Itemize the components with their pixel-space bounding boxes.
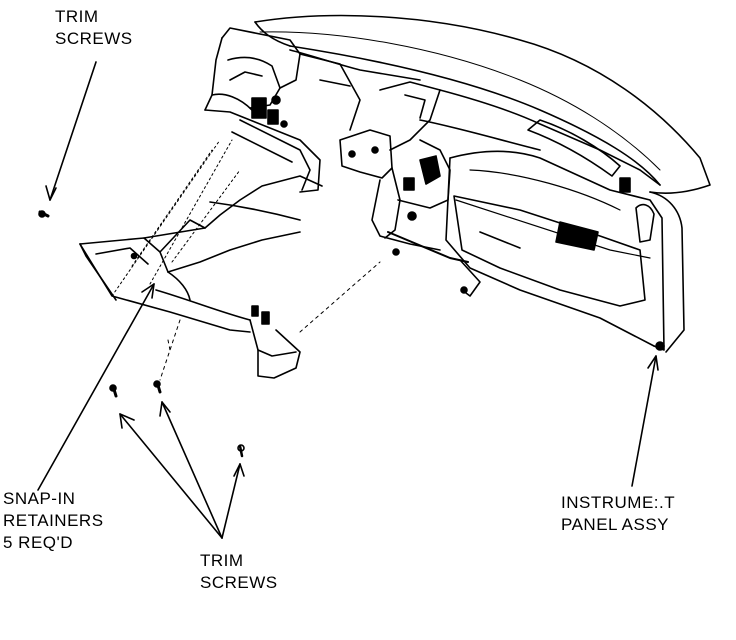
screw-top-left <box>38 210 50 218</box>
label-trim-screws-top: TRIM SCREWS <box>55 7 133 48</box>
label-snap-in-retainers: SNAP-IN RETAINERS 5 REQ'D <box>3 489 104 552</box>
screw-bottom-2 <box>153 380 162 394</box>
alignment-lines <box>159 261 381 381</box>
leader-instrument-panel <box>631 355 659 487</box>
lower-trim-panel <box>79 139 323 379</box>
center-bracket <box>339 81 469 263</box>
screw-bottom-3 <box>237 444 245 458</box>
label-instrument-panel-assy: INSTRUME:.T PANEL ASSY <box>561 493 676 534</box>
leader-snap-in <box>37 283 155 491</box>
instrument-panel-body <box>419 89 685 353</box>
panel-top-pad <box>254 14 711 194</box>
left-upper-structure <box>204 27 421 193</box>
leader-trim-top <box>45 61 97 201</box>
label-trim-screws-bottom: TRIM SCREWS <box>200 551 278 592</box>
screw-bottom-1 <box>109 384 118 398</box>
leader-trim-bottom <box>119 401 245 539</box>
